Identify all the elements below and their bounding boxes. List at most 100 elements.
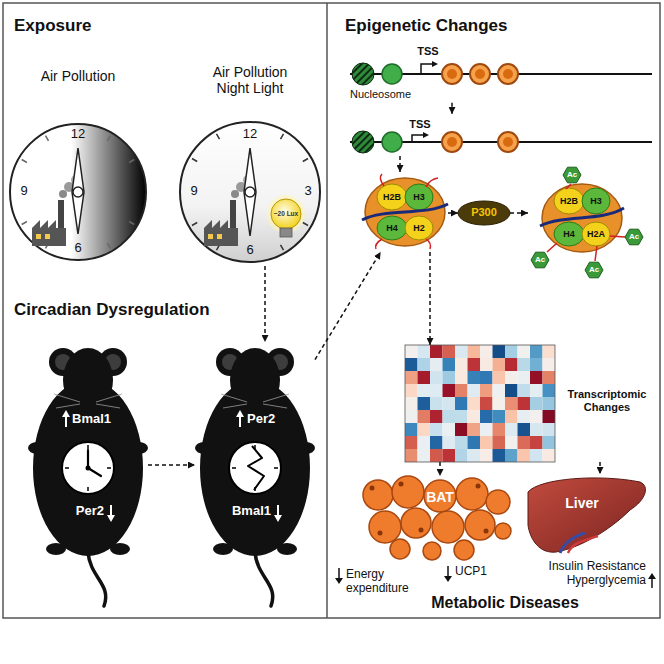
heatmap-illustration (518, 345, 531, 358)
mouse-illustration (195, 348, 315, 606)
light-level: ~20 Lux (274, 210, 298, 217)
bat-illustration (486, 490, 510, 514)
dna-strand: TSSNucleosome (345, 42, 655, 103)
section-heading: Metabolic Diseases (431, 594, 579, 612)
nucleosome-illustration (405, 216, 433, 240)
mouse-figure: Per2Bmal1 (195, 342, 315, 574)
clock-number: 6 (74, 241, 81, 256)
dna-illustration (498, 132, 518, 152)
heatmap-illustration (405, 436, 418, 449)
heatmap-illustration (530, 397, 543, 410)
heatmap-illustration (505, 436, 518, 449)
section-heading: Circadian Dysregulation (14, 300, 210, 320)
heatmap-illustration (480, 410, 493, 423)
mouse-illustration (86, 466, 91, 471)
clock-illustration (231, 190, 239, 198)
dna-illustration (442, 132, 462, 152)
heatmap-illustration (455, 410, 468, 423)
heatmap-illustration (405, 345, 555, 462)
heatmap-illustration (530, 384, 543, 397)
nucleosome-illustration (585, 262, 603, 278)
bat-illustration (370, 486, 375, 491)
tissue-name: BAT (426, 489, 454, 505)
clock-face: Air Pollution Night Light12936~20 Lux (178, 62, 324, 266)
heatmap-illustration (505, 384, 518, 397)
heatmap-illustration (430, 436, 443, 449)
dna-illustration (423, 132, 429, 138)
heatmap-illustration (468, 423, 481, 436)
heatmap-illustration (430, 358, 443, 371)
clock-illustration (204, 220, 238, 246)
heatmap-illustration (455, 436, 468, 449)
heatmap-illustration (480, 384, 493, 397)
heatmap-illustration (505, 397, 518, 410)
bat-illustration (495, 523, 511, 539)
bat-illustration (401, 508, 431, 538)
bat-illustration (369, 511, 401, 543)
connector-arrow (451, 103, 453, 114)
heatmap-illustration (468, 358, 481, 371)
section-heading: Exposure (14, 16, 91, 36)
bat-illustration (444, 576, 452, 582)
clock-illustration (281, 134, 284, 139)
heatmap-illustration (543, 345, 556, 358)
clock-illustration (192, 223, 197, 226)
heatmap-illustration (505, 449, 518, 462)
clock-number: 9 (20, 184, 27, 199)
dna-illustration (503, 69, 513, 79)
panel-frame (326, 3, 328, 618)
heatmap-illustration (468, 410, 481, 423)
heatmap-illustration (480, 371, 493, 384)
histone-label: H2 (413, 223, 425, 233)
heatmap-illustration (518, 423, 531, 436)
dna-illustration (352, 131, 374, 153)
nucleosome-illustration (362, 167, 643, 278)
nucleosome-label: Nucleosome (350, 88, 411, 101)
dna-illustration (421, 64, 432, 74)
clock-illustration (244, 148, 256, 236)
heatmap-illustration (468, 371, 481, 384)
heatmap-illustration (518, 371, 531, 384)
heatmap-illustration (505, 423, 518, 436)
nucleosome-illustration (377, 216, 407, 240)
panel-frame (3, 3, 660, 618)
nucleosome: H2BH3H4H2AAcAcAcAc (528, 162, 648, 282)
dna-illustration (412, 135, 423, 142)
heatmap-illustration (480, 449, 493, 462)
heatmap-illustration (405, 410, 418, 423)
clock-illustration (73, 187, 83, 197)
dna-illustration (382, 132, 402, 152)
heatmap-illustration (493, 423, 506, 436)
heatmap-illustration (543, 436, 556, 449)
clock-illustration (10, 122, 320, 262)
heatmap-illustration (543, 358, 556, 371)
mouse-illustration (88, 450, 101, 476)
heatmap-illustration (418, 345, 431, 358)
heatmap-illustration (430, 449, 443, 462)
heatmap-illustration (430, 397, 443, 410)
connector-arrow (399, 156, 401, 172)
heatmap-illustration (418, 449, 431, 462)
clock-illustration (271, 199, 301, 229)
heatmap-illustration (455, 423, 468, 436)
mouse-illustration (28, 348, 315, 606)
gene-name: Bmal1 (232, 504, 271, 519)
heatmap-illustration (405, 345, 555, 462)
heatmap-illustration (405, 384, 418, 397)
connector-arrow (429, 252, 431, 345)
clock-illustration (108, 136, 111, 141)
clock-illustration (45, 234, 50, 239)
heatmap-illustration (418, 358, 431, 371)
heatmap-illustration (530, 410, 543, 423)
heatmap-illustration (405, 345, 555, 462)
connector-arrow (315, 252, 381, 360)
clock-number: 6 (246, 243, 253, 258)
heatmap-illustration (455, 345, 468, 358)
heatmap-illustration (543, 410, 556, 423)
enzyme-name: P300 (471, 206, 497, 219)
heatmap-illustration (493, 371, 506, 384)
organ-name: Liver (565, 495, 598, 511)
bat-illustration (423, 542, 441, 560)
gene-name: Per2 (76, 504, 104, 519)
bat-illustration (335, 578, 343, 584)
